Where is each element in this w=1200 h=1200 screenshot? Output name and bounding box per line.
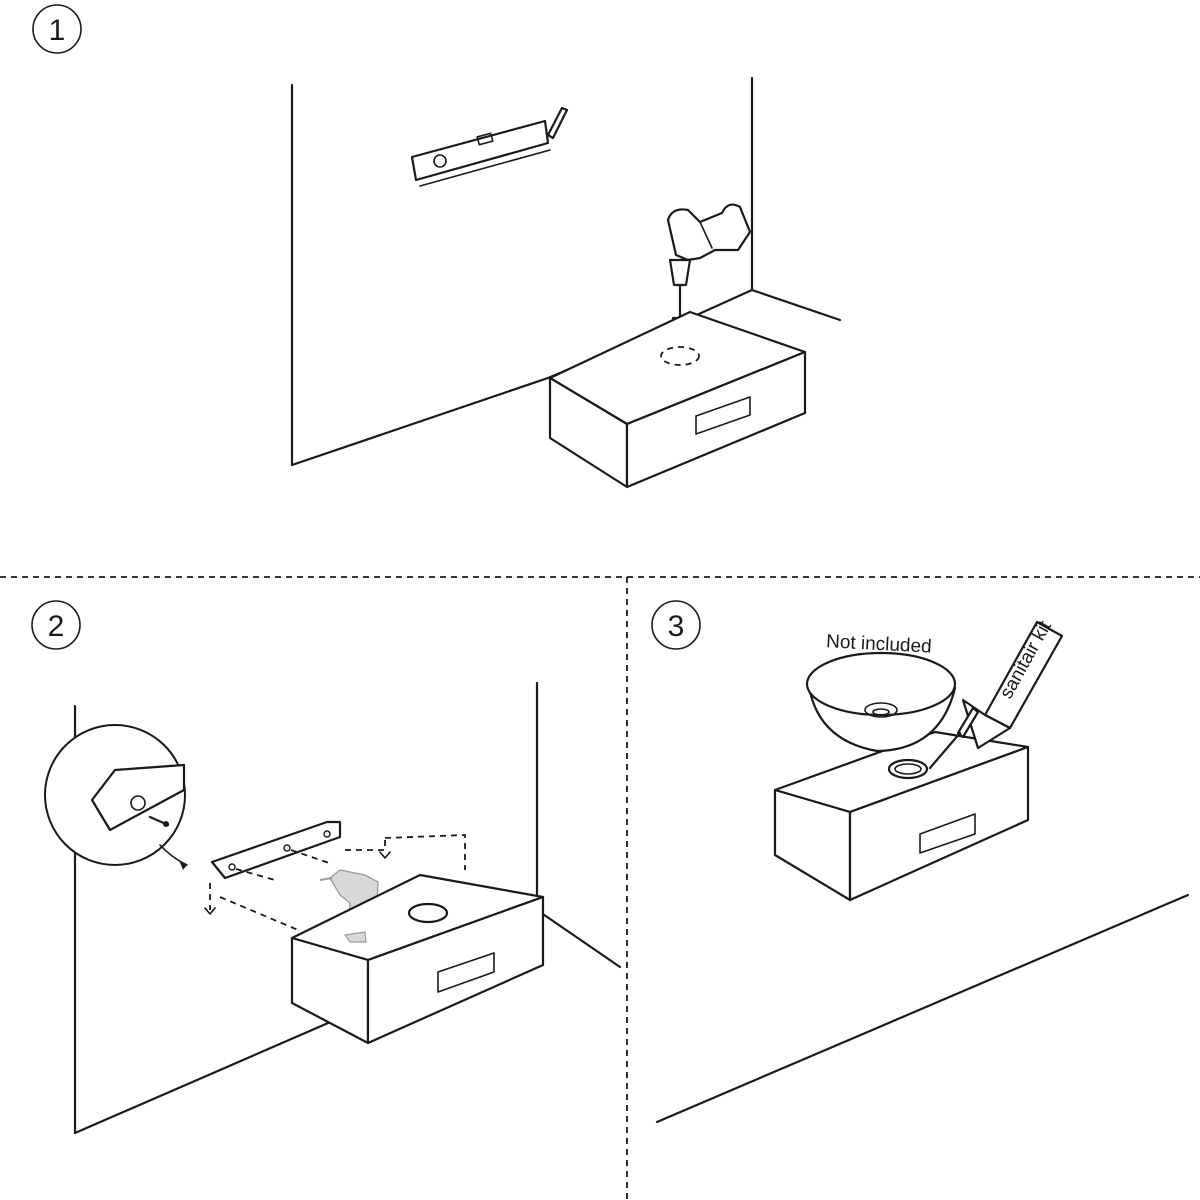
step-1-vanity-cabinet [550, 312, 805, 487]
step-3-panel: 3 Not included sanitair kit [652, 601, 1188, 1122]
bracket-detail-zoom [45, 725, 187, 870]
step-2-badge: 2 [32, 601, 80, 649]
spirit-level-icon [412, 121, 550, 186]
basin-not-included-label: Not included [826, 631, 933, 657]
step-2-vanity-cabinet [292, 875, 543, 1043]
step-3-badge: 3 [652, 601, 700, 649]
pencil-icon [548, 108, 567, 138]
step-3-vanity-cabinet [775, 732, 1028, 900]
step-1-badge: 1 [33, 5, 81, 53]
step-2-number: 2 [48, 610, 65, 643]
step-1-number: 1 [49, 14, 66, 47]
step-3-floor-line [657, 895, 1188, 1122]
step-2-panel: 2 [32, 601, 620, 1133]
step-3-number: 3 [668, 610, 685, 643]
wall-bracket-icon [212, 822, 340, 880]
step-1-panel: 1 [33, 5, 840, 487]
